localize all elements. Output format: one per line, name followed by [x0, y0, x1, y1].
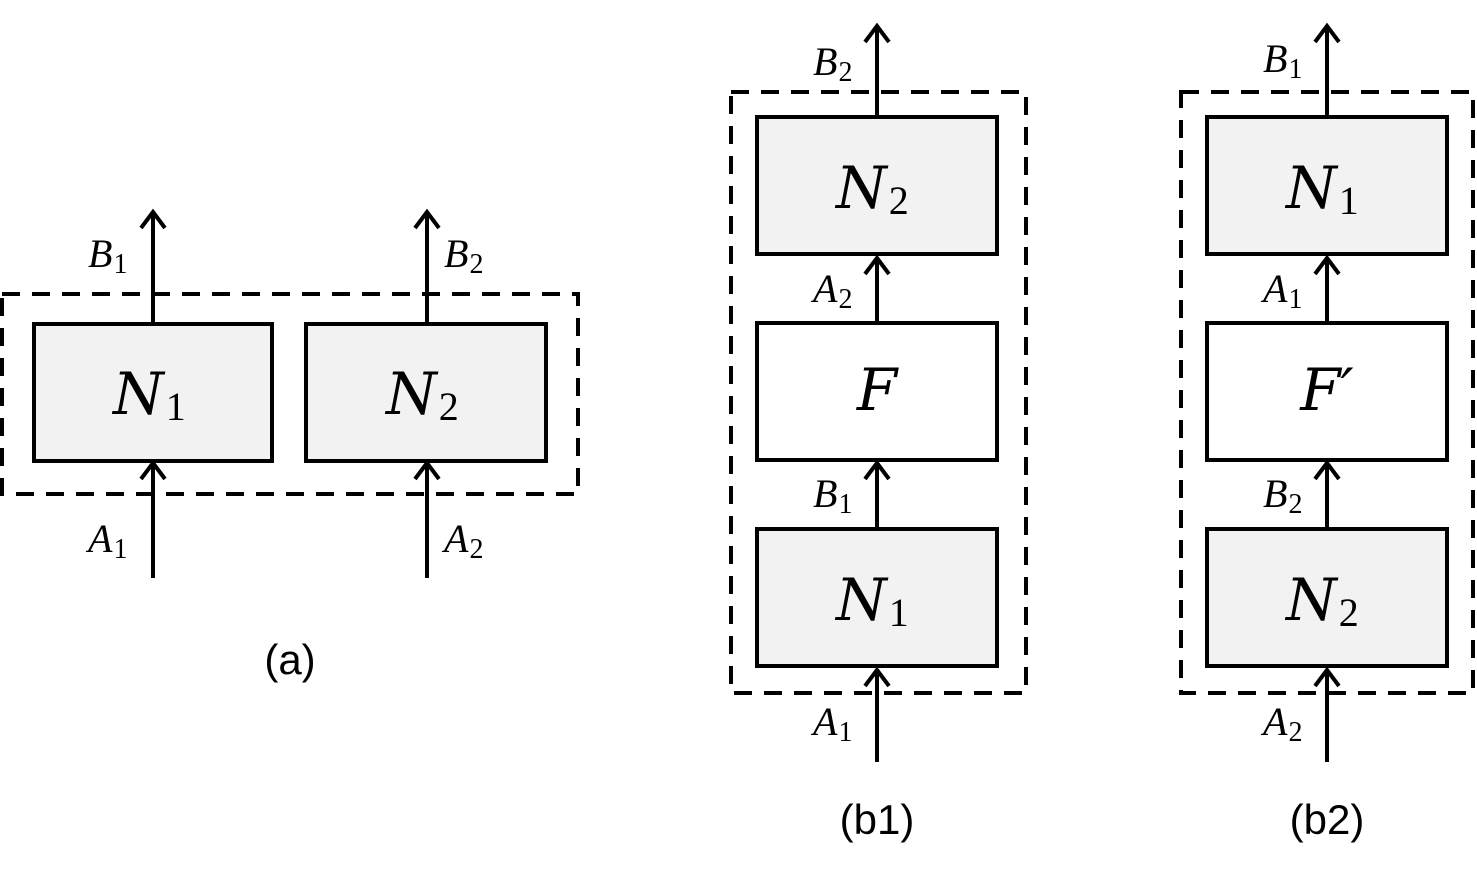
panel-b2-label-a2: A2: [1260, 699, 1302, 748]
panel-b2-box-n1: [1205, 115, 1449, 256]
panel-b1-box-n2-label: N2: [834, 154, 909, 223]
panel-a-label-b2: B2: [444, 231, 483, 280]
panel-a-output-arrowhead-1: [139, 208, 167, 230]
panel-b2-caption: (b2): [1290, 796, 1365, 843]
panel-b2-box-n2: [1205, 527, 1449, 668]
panel-b2-box-n1-label: N1: [1284, 154, 1359, 223]
panel-a-input-arrowhead-2: [413, 459, 441, 481]
panel-b1-box-n2: [755, 115, 999, 256]
panel-b1-lower-arrowhead: [863, 459, 891, 481]
panel-a-box-n1-label: N1: [111, 360, 186, 429]
panel-b1-label-a1: A1: [810, 699, 852, 748]
panel-b1: N2 F N1 B2 A2 B1 A1 (b1): [729, 22, 1028, 843]
panel-b2-label-b2: B2: [1263, 471, 1302, 520]
panel-b1-label-b2: B2: [813, 39, 852, 88]
panel-b2-label-a1: A1: [1260, 266, 1302, 315]
panel-b2-upper-arrowhead: [1313, 254, 1341, 276]
panel-a-box-n2: [304, 322, 548, 463]
panel-b2-output-arrowhead: [1313, 22, 1341, 44]
panel-b1-output-arrowhead: [863, 22, 891, 44]
panel-b2: N1 F′ N2 B1 A1 B2 A2 (b2): [1179, 22, 1475, 843]
panel-b1-upper-arrowhead: [863, 254, 891, 276]
panel-b2-lower-arrowhead: [1313, 459, 1341, 481]
panel-b2-box-f-prime: [1205, 321, 1449, 462]
panel-a: N1 N2 B1 B2 A1 A2 (a): [0, 208, 580, 683]
panel-b1-box-f: [755, 321, 999, 462]
panel-b2-box-f-prime-label: F′: [1299, 356, 1353, 424]
panel-b1-caption: (b1): [840, 796, 915, 843]
panel-b2-box-n2-label: N2: [1284, 566, 1359, 635]
panel-a-dashed-boundary: [0, 292, 580, 496]
panel-b2-dashed-boundary: [1179, 90, 1475, 695]
panel-b2-input-arrowhead: [1313, 666, 1341, 688]
panel-a-input-arrowhead-1: [139, 459, 167, 481]
panel-a-caption: (a): [264, 636, 315, 683]
panel-a-label-a2: A2: [441, 516, 483, 565]
panel-b1-input-arrowhead: [863, 666, 891, 688]
panel-b1-label-b1: B1: [813, 471, 852, 520]
panel-a-output-arrowhead-2: [413, 208, 441, 230]
panel-b1-box-f-label: F: [856, 356, 899, 424]
panel-b1-box-n1-label: N1: [834, 566, 909, 635]
panel-a-box-n2-label: N2: [384, 360, 459, 429]
panel-a-label-b1: B1: [88, 231, 127, 280]
panel-b1-label-a2: A2: [810, 266, 852, 315]
panel-a-label-a1: A1: [85, 516, 127, 565]
panel-b2-label-b1: B1: [1263, 36, 1302, 85]
